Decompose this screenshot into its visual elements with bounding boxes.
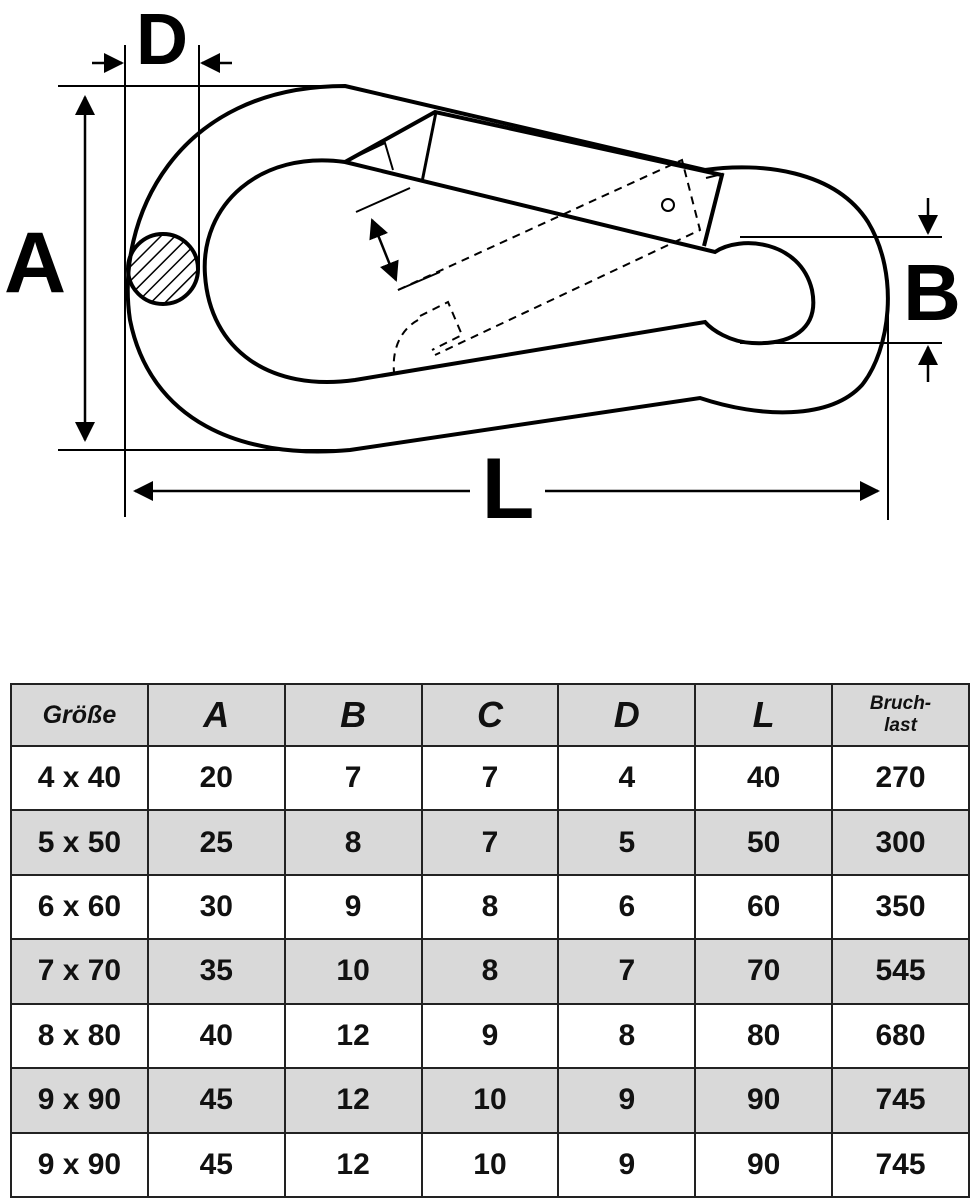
cell-l: 50 [694,809,834,876]
cell-l: 80 [694,1002,834,1070]
cell-d: 9 [557,1067,697,1134]
cell-groesse: 6 x 60 [10,873,149,941]
header-b: B [283,683,423,747]
header-a: A [146,683,286,747]
cell-d: 4 [557,744,697,812]
gate [344,109,725,247]
cell-bruchlast: 745 [831,1131,970,1199]
cell-l: 70 [694,938,834,1005]
cell-b: 12 [283,1131,423,1199]
cell-c: 10 [420,1067,560,1134]
gate-nose [344,141,394,171]
cell-bruchlast: 545 [831,938,970,1005]
cell-bruchlast: 745 [831,1067,970,1134]
cell-c: 7 [420,809,560,876]
header-c: C [420,683,560,747]
header-bruchlast-line-2: last [884,715,917,736]
cell-groesse: 9 x 90 [10,1131,149,1199]
cell-d: 6 [557,873,697,941]
cell-a: 45 [146,1067,286,1134]
wire-cross-section [126,232,200,306]
cell-bruchlast: 680 [831,1002,970,1070]
gate-tip [705,172,724,241]
cell-l: 90 [694,1067,834,1134]
cell-d: 8 [557,1002,697,1070]
cell-b: 9 [283,873,423,941]
cell-c: 8 [420,873,560,941]
cell-a: 25 [146,809,286,876]
cell-b: 8 [283,809,423,876]
header-bruchlast: Bruch- last [831,683,970,747]
c-extension-bottom [397,271,441,291]
cell-a: 35 [146,938,286,1005]
label-l: L [482,441,535,537]
cell-b: 10 [283,938,423,1005]
label-a: A [4,215,66,311]
table-header-row: Größe A B C D L Bruch- last [10,683,970,747]
cell-groesse: 8 x 80 [10,1002,149,1070]
c-dimension-arrow [369,218,399,282]
cell-b: 7 [283,744,423,812]
header-d: D [557,683,697,747]
label-d: D [136,0,188,80]
header-l: L [694,683,834,747]
cell-groesse: 5 x 50 [10,809,149,876]
cell-b: 12 [283,1067,423,1134]
header-groesse: Größe [10,683,149,747]
cell-a: 40 [146,1002,286,1070]
header-bruchlast-line-1: Bruch- [869,693,932,714]
c-extension-top [355,187,411,213]
open-gate-dashed [392,158,702,373]
cell-b: 12 [283,1002,423,1070]
cell-c: 8 [420,938,560,1005]
cell-a: 20 [146,744,286,812]
cell-l: 90 [694,1131,834,1199]
cell-d: 5 [557,809,697,876]
cell-bruchlast: 350 [831,873,970,941]
cell-bruchlast: 270 [831,744,970,812]
cell-groesse: 7 x 70 [10,938,149,1005]
label-b: B [903,248,961,337]
cell-bruchlast: 300 [831,809,970,876]
rivet [661,198,675,212]
cell-groesse: 4 x 40 [10,744,149,812]
cell-d: 7 [557,938,697,1005]
cell-l: 40 [694,744,834,812]
cell-groesse: 9 x 90 [10,1067,149,1134]
cell-d: 9 [557,1131,697,1199]
gate-pivot-line [420,111,438,183]
cell-a: 45 [146,1131,286,1199]
cell-a: 30 [146,873,286,941]
cell-c: 7 [420,744,560,812]
hook-outer-outline [125,83,890,454]
cell-l: 60 [694,873,834,941]
carabiner-diagram: D A B L [4,0,961,537]
hook-inner-outline [202,158,816,385]
cell-c: 10 [420,1131,560,1199]
cell-c: 9 [420,1002,560,1070]
